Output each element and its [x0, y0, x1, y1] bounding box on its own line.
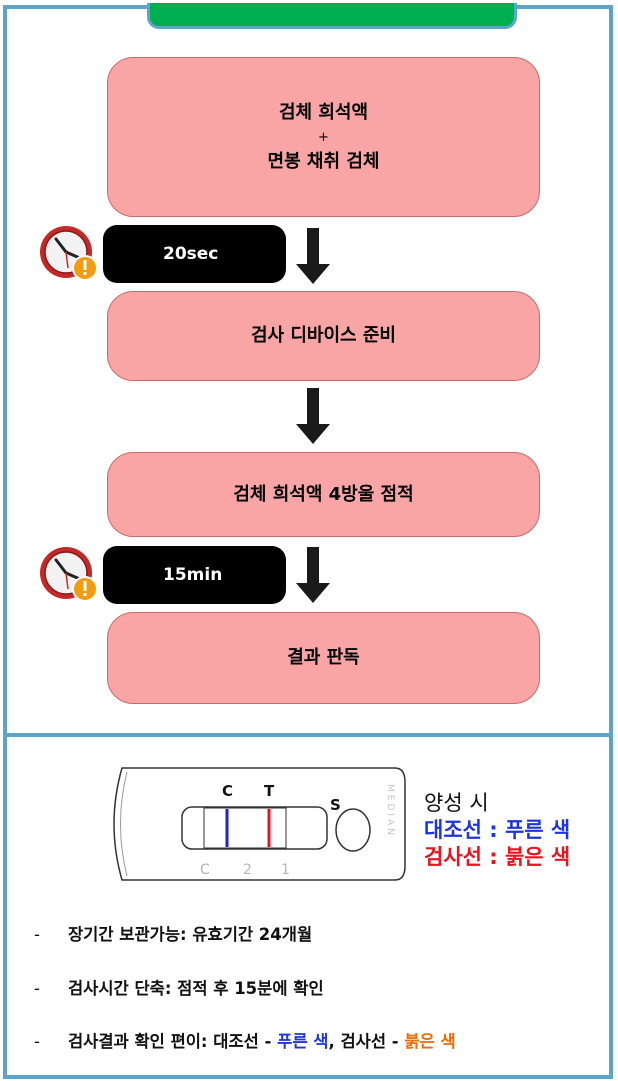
timer-20sec-label: 20sec	[163, 244, 219, 264]
legend-test: 검사선 : 붉은 색	[424, 845, 571, 869]
bullet-test-time: - 검사시간 단축: 점적 후 15분에 확인	[34, 975, 324, 999]
result-legend: 양성 시 대조선 : 푸른 색 검사선 : 붉은 색	[424, 790, 570, 871]
step-add-drops: 검체 희석액 4방울 점적	[107, 452, 540, 537]
down-arrow-icon	[296, 228, 330, 284]
bullet-readability: - 검사결과 확인 편이: 대조선 - 푸른 색, 검사선 - 붉은 색	[34, 1028, 456, 1052]
strip-brand: MEDIAN	[385, 784, 395, 838]
step-read-result-label: 결과 판독	[287, 647, 360, 668]
step-device-prep-label: 검사 디바이스 준비	[250, 325, 396, 346]
test-device-illustration: C T S C 2 1 MEDIAN	[113, 767, 406, 881]
strip-label-c: C	[222, 782, 233, 800]
bullet-readability-mid: , 검사선 -	[328, 1032, 405, 1051]
bullet-dash: -	[34, 1032, 40, 1051]
step-sample-mix-line1: 검체 희석액	[278, 101, 369, 123]
down-arrow-icon	[296, 388, 330, 444]
bullet-dash: -	[34, 925, 40, 944]
header-tab	[147, 3, 517, 29]
bullet-readability-blue: 푸른 색	[277, 1032, 329, 1051]
strip-label-t: T	[264, 782, 275, 800]
timer-20sec: 20sec	[103, 225, 286, 283]
strip-base-2: 2	[243, 862, 252, 878]
timer-15min: 15min	[103, 546, 286, 604]
bullet-storage: - 장기간 보관가능: 유효기간 24개월	[34, 921, 312, 945]
step-add-drops-label: 검체 희석액 4방울 점적	[233, 483, 414, 505]
timer-15min-label: 15min	[163, 565, 223, 585]
strip-base-1: 1	[281, 862, 290, 878]
bullet-dash: -	[34, 979, 40, 998]
plus-sign: +	[318, 129, 329, 145]
legend-control: 대조선 : 푸른 색	[424, 818, 571, 842]
bullet-test-time-text: 검사시간 단축: 점적 후 15분에 확인	[68, 979, 324, 998]
sample-well	[335, 808, 371, 852]
strip-label-s: S	[330, 796, 341, 814]
alarm-clock-warning-icon	[40, 226, 98, 281]
step-sample-mix: 검체 희석액 + 면봉 채취 검체	[107, 57, 540, 217]
bullet-readability-prefix: 검사결과 확인 편이: 대조선 -	[68, 1032, 278, 1051]
step-sample-mix-line2: 면봉 채취 검체	[267, 150, 380, 172]
alarm-clock-warning-icon	[40, 547, 98, 602]
strip-base-c: C	[200, 862, 210, 878]
step-read-result: 결과 판독	[107, 612, 540, 704]
bullet-storage-text: 장기간 보관가능: 유효기간 24개월	[68, 925, 313, 944]
bullet-readability-orange: 붉은 색	[404, 1032, 456, 1051]
down-arrow-icon	[296, 547, 330, 603]
step-device-prep: 검사 디바이스 준비	[107, 291, 540, 381]
legend-positive: 양성 시	[424, 791, 489, 815]
